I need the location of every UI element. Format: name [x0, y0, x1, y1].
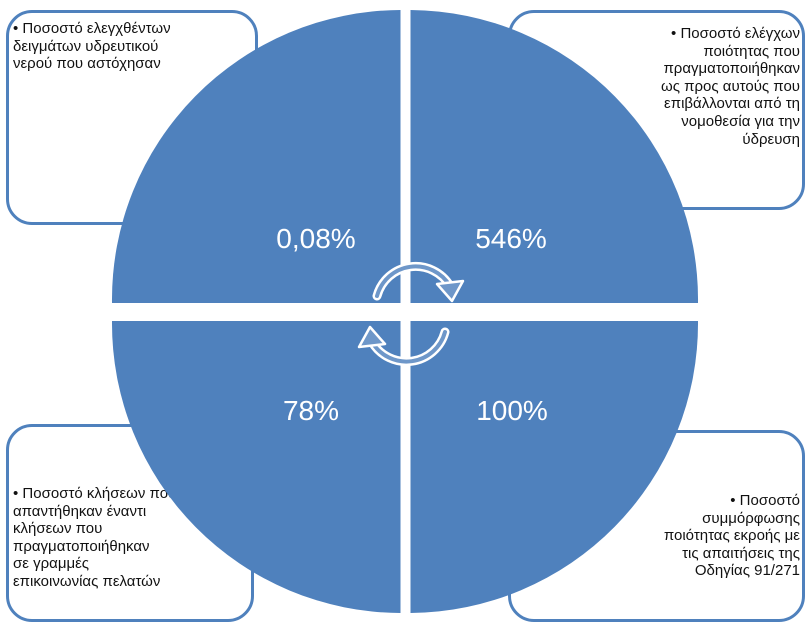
- value-top-right: 546%: [475, 223, 547, 254]
- quadrant-top-left: [111, 10, 401, 303]
- value-bottom-left: 78%: [283, 395, 339, 426]
- box-top-right-text: • Ποσοστό ελέγχων ποιότητας που πραγματο…: [661, 25, 800, 148]
- circular-arrows-icon: [357, 261, 465, 367]
- quadrant-bottom-right: [410, 321, 699, 613]
- quadrant-bottom-left: [111, 321, 401, 613]
- lower-arrow: [357, 325, 450, 367]
- upper-arrow: [372, 261, 465, 303]
- value-top-left: 0,08%: [276, 223, 355, 254]
- box-top-left-text: • Ποσοστό ελεγχθέντων δειγμάτων υδρευτικ…: [13, 20, 171, 73]
- value-bottom-right: 100%: [476, 395, 548, 426]
- quadrant-top-right: [410, 10, 699, 303]
- box-bottom-right-text: • Ποσοστό συμμόρφωσης ποιότητας εκροής μ…: [663, 492, 800, 580]
- box-bottom-left-text: • Ποσοστό κλήσεων που απαντήθηκαν έναντι…: [13, 485, 177, 590]
